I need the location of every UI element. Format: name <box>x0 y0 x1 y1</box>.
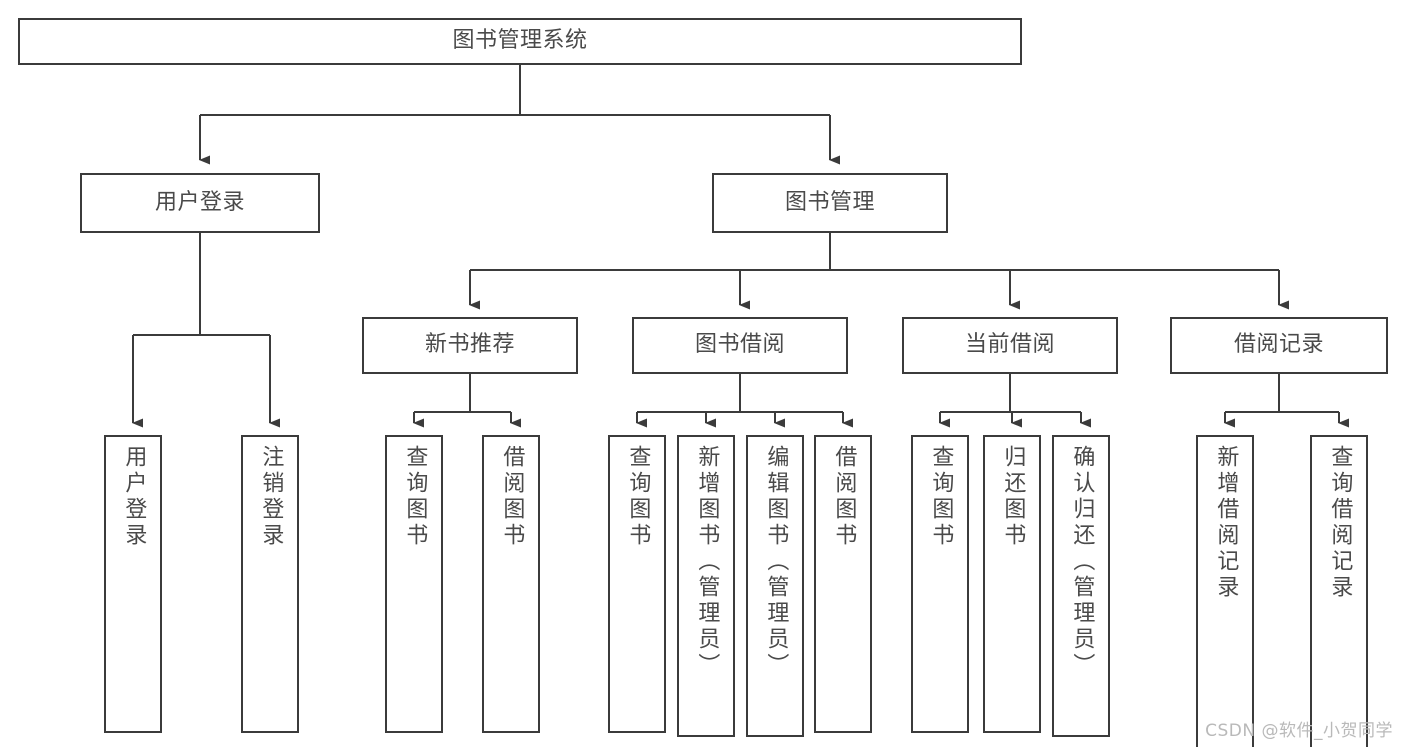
node-new-book-recommend-label: 新书推荐 <box>424 332 515 358</box>
node-book-management[interactable]: 图书管理 <box>712 173 948 233</box>
node-book-management-label: 图书管理 <box>784 189 875 215</box>
node-borrow-record-label: 借阅记录 <box>1233 332 1324 358</box>
node-book-borrow[interactable]: 图书借阅 <box>632 317 848 374</box>
node-leaf-query-book-current[interactable]: 查询图书 <box>911 435 969 733</box>
node-leaf-edit-book-admin[interactable]: 编辑图书（管理员） <box>746 435 804 737</box>
node-root[interactable]: 图书管理系统 <box>18 18 1022 65</box>
node-user-login-label: 用户登录 <box>154 189 245 215</box>
node-leaf-edit-book-admin-label: 编辑图书（管理员） <box>763 445 789 679</box>
node-leaf-add-borrow-record[interactable]: 新增借阅记录 <box>1196 435 1254 747</box>
node-root-label: 图书管理系统 <box>452 28 588 54</box>
node-leaf-user-login[interactable]: 用户登录 <box>104 435 162 733</box>
node-leaf-query-book-recommend-label: 查询图书 <box>402 445 428 549</box>
node-borrow-record[interactable]: 借阅记录 <box>1170 317 1388 374</box>
node-leaf-query-book-borrow-label: 查询图书 <box>625 445 651 549</box>
node-leaf-query-book-recommend[interactable]: 查询图书 <box>385 435 443 733</box>
node-leaf-borrow-book[interactable]: 借阅图书 <box>814 435 872 733</box>
node-leaf-return-book-label: 归还图书 <box>1000 445 1026 549</box>
node-current-borrow[interactable]: 当前借阅 <box>902 317 1118 374</box>
node-book-borrow-label: 图书借阅 <box>694 332 785 358</box>
node-leaf-return-book[interactable]: 归还图书 <box>983 435 1041 733</box>
node-leaf-add-book-admin-label: 新增图书（管理员） <box>694 445 720 679</box>
node-leaf-confirm-return-admin[interactable]: 确认归还（管理员） <box>1052 435 1110 737</box>
node-leaf-add-book-admin[interactable]: 新增图书（管理员） <box>677 435 735 737</box>
node-leaf-query-book-current-label: 查询图书 <box>928 445 954 549</box>
node-leaf-query-book-borrow[interactable]: 查询图书 <box>608 435 666 733</box>
node-leaf-user-login-label: 用户登录 <box>121 445 147 549</box>
node-leaf-logout-login-label: 注销登录 <box>258 445 284 549</box>
node-leaf-confirm-return-admin-label: 确认归还（管理员） <box>1069 445 1095 679</box>
node-leaf-add-borrow-record-label: 新增借阅记录 <box>1213 445 1239 601</box>
node-leaf-query-borrow-record[interactable]: 查询借阅记录 <box>1310 435 1368 747</box>
node-leaf-borrow-book-recommend-label: 借阅图书 <box>499 445 525 549</box>
node-new-book-recommend[interactable]: 新书推荐 <box>362 317 578 374</box>
node-leaf-borrow-book-label: 借阅图书 <box>831 445 857 549</box>
node-leaf-logout-login[interactable]: 注销登录 <box>241 435 299 733</box>
node-leaf-borrow-book-recommend[interactable]: 借阅图书 <box>482 435 540 733</box>
node-current-borrow-label: 当前借阅 <box>964 332 1055 358</box>
node-user-login[interactable]: 用户登录 <box>80 173 320 233</box>
node-leaf-query-borrow-record-label: 查询借阅记录 <box>1327 445 1353 601</box>
